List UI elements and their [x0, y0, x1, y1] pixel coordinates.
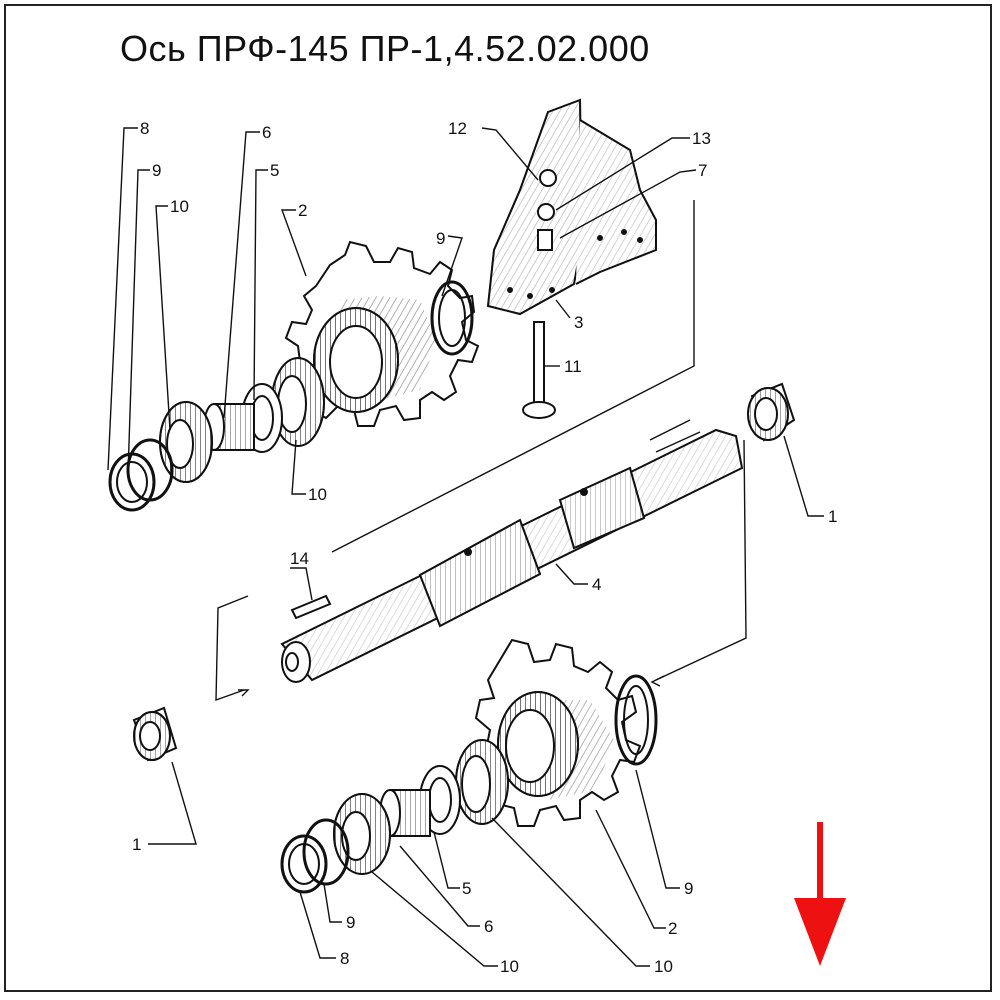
- callout-label: 2: [298, 201, 307, 220]
- upper-bushing-part-6: [203, 403, 255, 451]
- bracket-part-3: [486, 98, 657, 316]
- callout-label: 12: [448, 119, 467, 138]
- upper-bearing-part-10: [271, 357, 325, 447]
- callout-label: 13: [692, 129, 711, 148]
- callout-label: 14: [290, 549, 309, 568]
- callout-label: 3: [574, 313, 583, 332]
- diagram-frame: [4, 4, 992, 992]
- lower-assembly: [132, 638, 658, 894]
- upper-sprocket-part-2: [284, 240, 480, 427]
- callout-label: 7: [698, 161, 707, 180]
- lower-retaining-ring-part-8: [280, 834, 328, 894]
- callout-label: 1: [828, 507, 837, 526]
- lower-bushing-part-1: [132, 706, 178, 762]
- callout-label: 9: [152, 161, 161, 180]
- upper-retaining-ring-part-9b: [126, 438, 174, 502]
- down-arrow-icon: [794, 822, 846, 966]
- key-part-14: [290, 594, 332, 620]
- callout-label: 10: [654, 957, 673, 976]
- upper-bearing-part-10b: [159, 401, 213, 483]
- callout-label: 10: [308, 485, 327, 504]
- shaft-part-4: [280, 419, 744, 683]
- bolt-part-11: [522, 321, 556, 419]
- upper-assembly: [108, 98, 796, 512]
- callout-label: 6: [484, 917, 493, 936]
- callout-label: 6: [262, 123, 271, 142]
- callout-label: 9: [684, 879, 693, 898]
- callout-labels: 8 9 10 6 5 2 9 12 13 7 3 11 10 1 4 14 1 …: [132, 119, 837, 976]
- upper-bushing-part-1: [747, 382, 796, 442]
- callout-label: 2: [668, 919, 677, 938]
- callout-label: 10: [170, 197, 189, 216]
- callout-label: 9: [346, 913, 355, 932]
- callout-label: 8: [140, 119, 149, 138]
- leader-lines: [107, 127, 824, 967]
- diagram-title: Ось ПРФ-145 ПР-1,4.52.02.000: [120, 28, 650, 69]
- upper-retaining-ring-part-9: [430, 280, 474, 356]
- callout-label: 4: [592, 575, 601, 594]
- callout-label: 10: [500, 957, 519, 976]
- callout-label: 5: [462, 879, 471, 898]
- callout-label: 1: [132, 835, 141, 854]
- lower-bearing-part-10: [455, 739, 509, 825]
- callout-label: 5: [270, 161, 279, 180]
- upper-retaining-ring-part-8: [108, 452, 156, 512]
- lower-bearing-part-10b: [333, 793, 391, 875]
- lower-retaining-ring-part-9: [614, 674, 658, 766]
- lower-retaining-ring-part-9b: [302, 818, 350, 886]
- callout-label: 9: [436, 229, 445, 248]
- callout-label: 8: [340, 949, 349, 968]
- callout-label: 11: [564, 357, 582, 376]
